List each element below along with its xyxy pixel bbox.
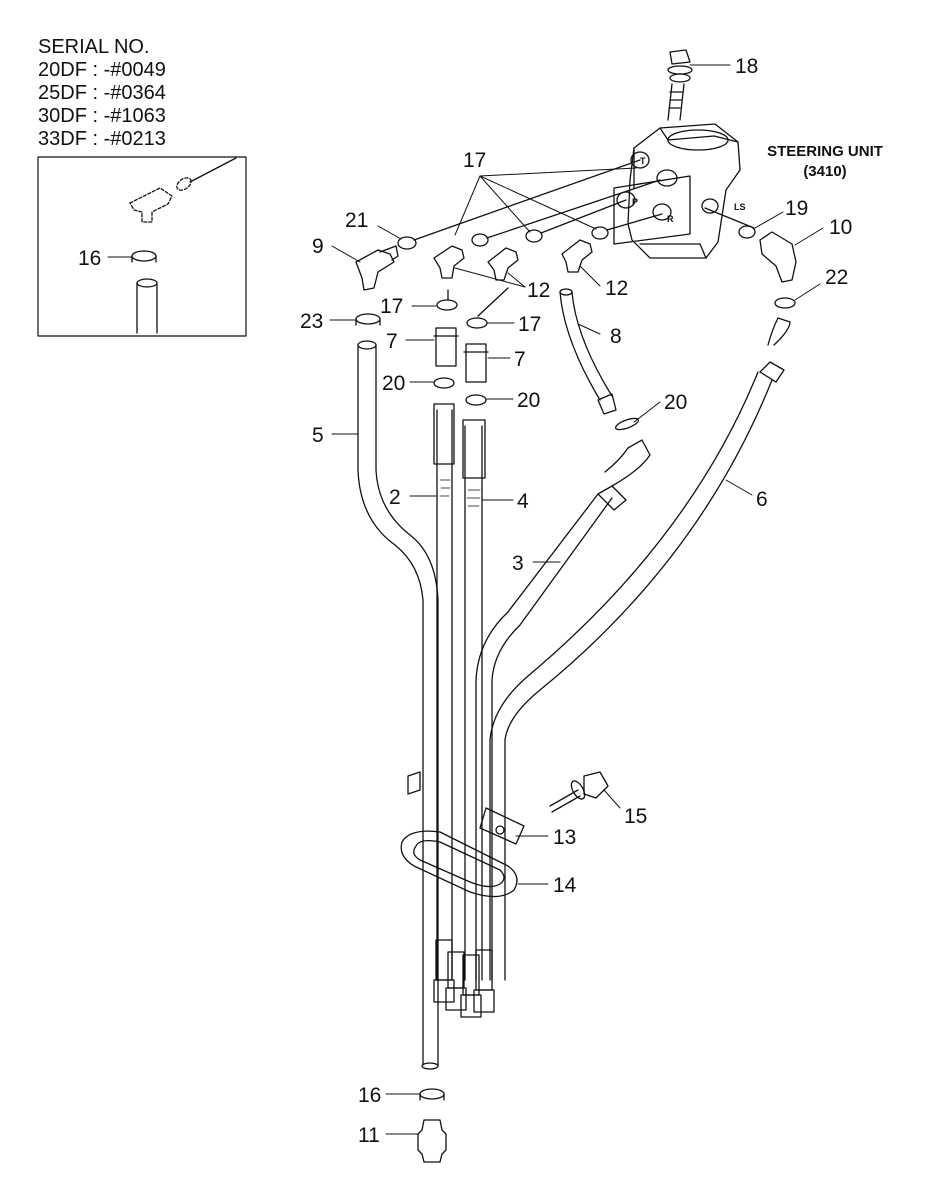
steering-unit-code: (3410): [803, 163, 846, 180]
callout-2: 2: [389, 486, 401, 509]
callout-16-bottom: 16: [358, 1084, 381, 1107]
callout-20-mid: 20: [517, 389, 540, 412]
serial-line-33df: 33DF : -#0213: [38, 128, 166, 150]
o-ring-22: [774, 297, 796, 309]
callout-14: 14: [553, 874, 577, 897]
adapter-7-a: [433, 327, 459, 367]
callout-22: 22: [825, 266, 848, 289]
callout-13: 13: [553, 826, 576, 849]
bolt-part-18: [667, 49, 693, 121]
serial-title: SERIAL NO.: [38, 36, 150, 58]
clamp-plate-13: [407, 771, 525, 845]
inset-box: [37, 156, 247, 337]
o-ring-20-b: [465, 394, 487, 406]
o-ring-17-a: [471, 233, 489, 247]
o-ring-17-c: [591, 226, 609, 240]
callout-6: 6: [756, 488, 768, 511]
callout-16-inset: 16: [78, 247, 101, 270]
o-ring-19: [738, 225, 756, 239]
serial-line-30df: 30DF : -#1063: [38, 105, 166, 127]
serial-line-20df: 20DF : -#0049: [38, 59, 166, 81]
callout-19: 19: [785, 197, 808, 220]
callout-21: 21: [345, 209, 368, 232]
bolt-part-15: [549, 771, 609, 813]
callout-17-right: 17: [518, 313, 541, 336]
port-label-ls: LS: [734, 202, 746, 212]
hose-6: [489, 371, 773, 981]
elbow-fitting-12-a: [433, 245, 465, 279]
callout-9: 9: [312, 235, 324, 258]
callout-12-left: 12: [527, 279, 550, 302]
leader-lines: [107, 64, 824, 1135]
elbow-fitting-9: [355, 249, 395, 291]
callout-20-right: 20: [664, 391, 687, 414]
callout-15: 15: [624, 805, 647, 828]
callout-7-right: 7: [514, 348, 526, 371]
bracket-14: [400, 830, 518, 898]
o-ring-21: [397, 236, 417, 250]
adapter-7-b: [463, 343, 489, 383]
o-ring-17-d: [436, 299, 458, 311]
o-ring-17-b: [525, 229, 543, 243]
callout-17-top: 17: [463, 149, 486, 172]
port-label-t: T: [640, 156, 646, 166]
fitting-11: [417, 1119, 447, 1163]
serial-number-block: SERIAL NO. 20DF : -#0049 25DF : -#0364 3…: [38, 36, 166, 151]
hose-3: [475, 493, 613, 981]
callout-10: 10: [829, 216, 852, 239]
port-connector-lines: [413, 159, 755, 317]
elbow-fitting-10: [759, 231, 797, 283]
pipe-5: [357, 344, 439, 1066]
callout-20-left: 20: [382, 372, 405, 395]
elbow-fitting-12-b: [487, 247, 519, 281]
callout-4: 4: [517, 490, 529, 513]
hose-end-fittings: [433, 939, 495, 1018]
hose-4: [464, 425, 483, 981]
port-label-p: P: [632, 197, 638, 207]
o-ring-20-a: [433, 377, 455, 389]
o-ring-17-e: [466, 317, 488, 329]
callout-17-left: 17: [380, 295, 403, 318]
inset-parts: [129, 157, 237, 334]
callout-18: 18: [735, 55, 758, 78]
callout-11: 11: [358, 1124, 380, 1147]
hose-2: [436, 409, 453, 981]
callout-12-right: 12: [605, 277, 628, 300]
callout-7-left: 7: [386, 330, 398, 353]
steering-unit-body: [613, 123, 741, 259]
elbow-fitting-12-c: [561, 239, 593, 273]
clamp-23: [355, 313, 381, 325]
callout-5: 5: [312, 424, 324, 447]
callout-8: 8: [610, 325, 622, 348]
serial-line-25df: 25DF : -#0364: [38, 82, 166, 104]
hose-8: [559, 291, 613, 401]
clamp-16: [419, 1088, 445, 1100]
steering-unit-label: STEERING UNIT: [767, 143, 883, 160]
callout-23: 23: [300, 310, 323, 333]
port-label-r: R: [667, 214, 674, 224]
o-ring-20-c: [614, 417, 640, 431]
callout-3: 3: [512, 552, 524, 575]
